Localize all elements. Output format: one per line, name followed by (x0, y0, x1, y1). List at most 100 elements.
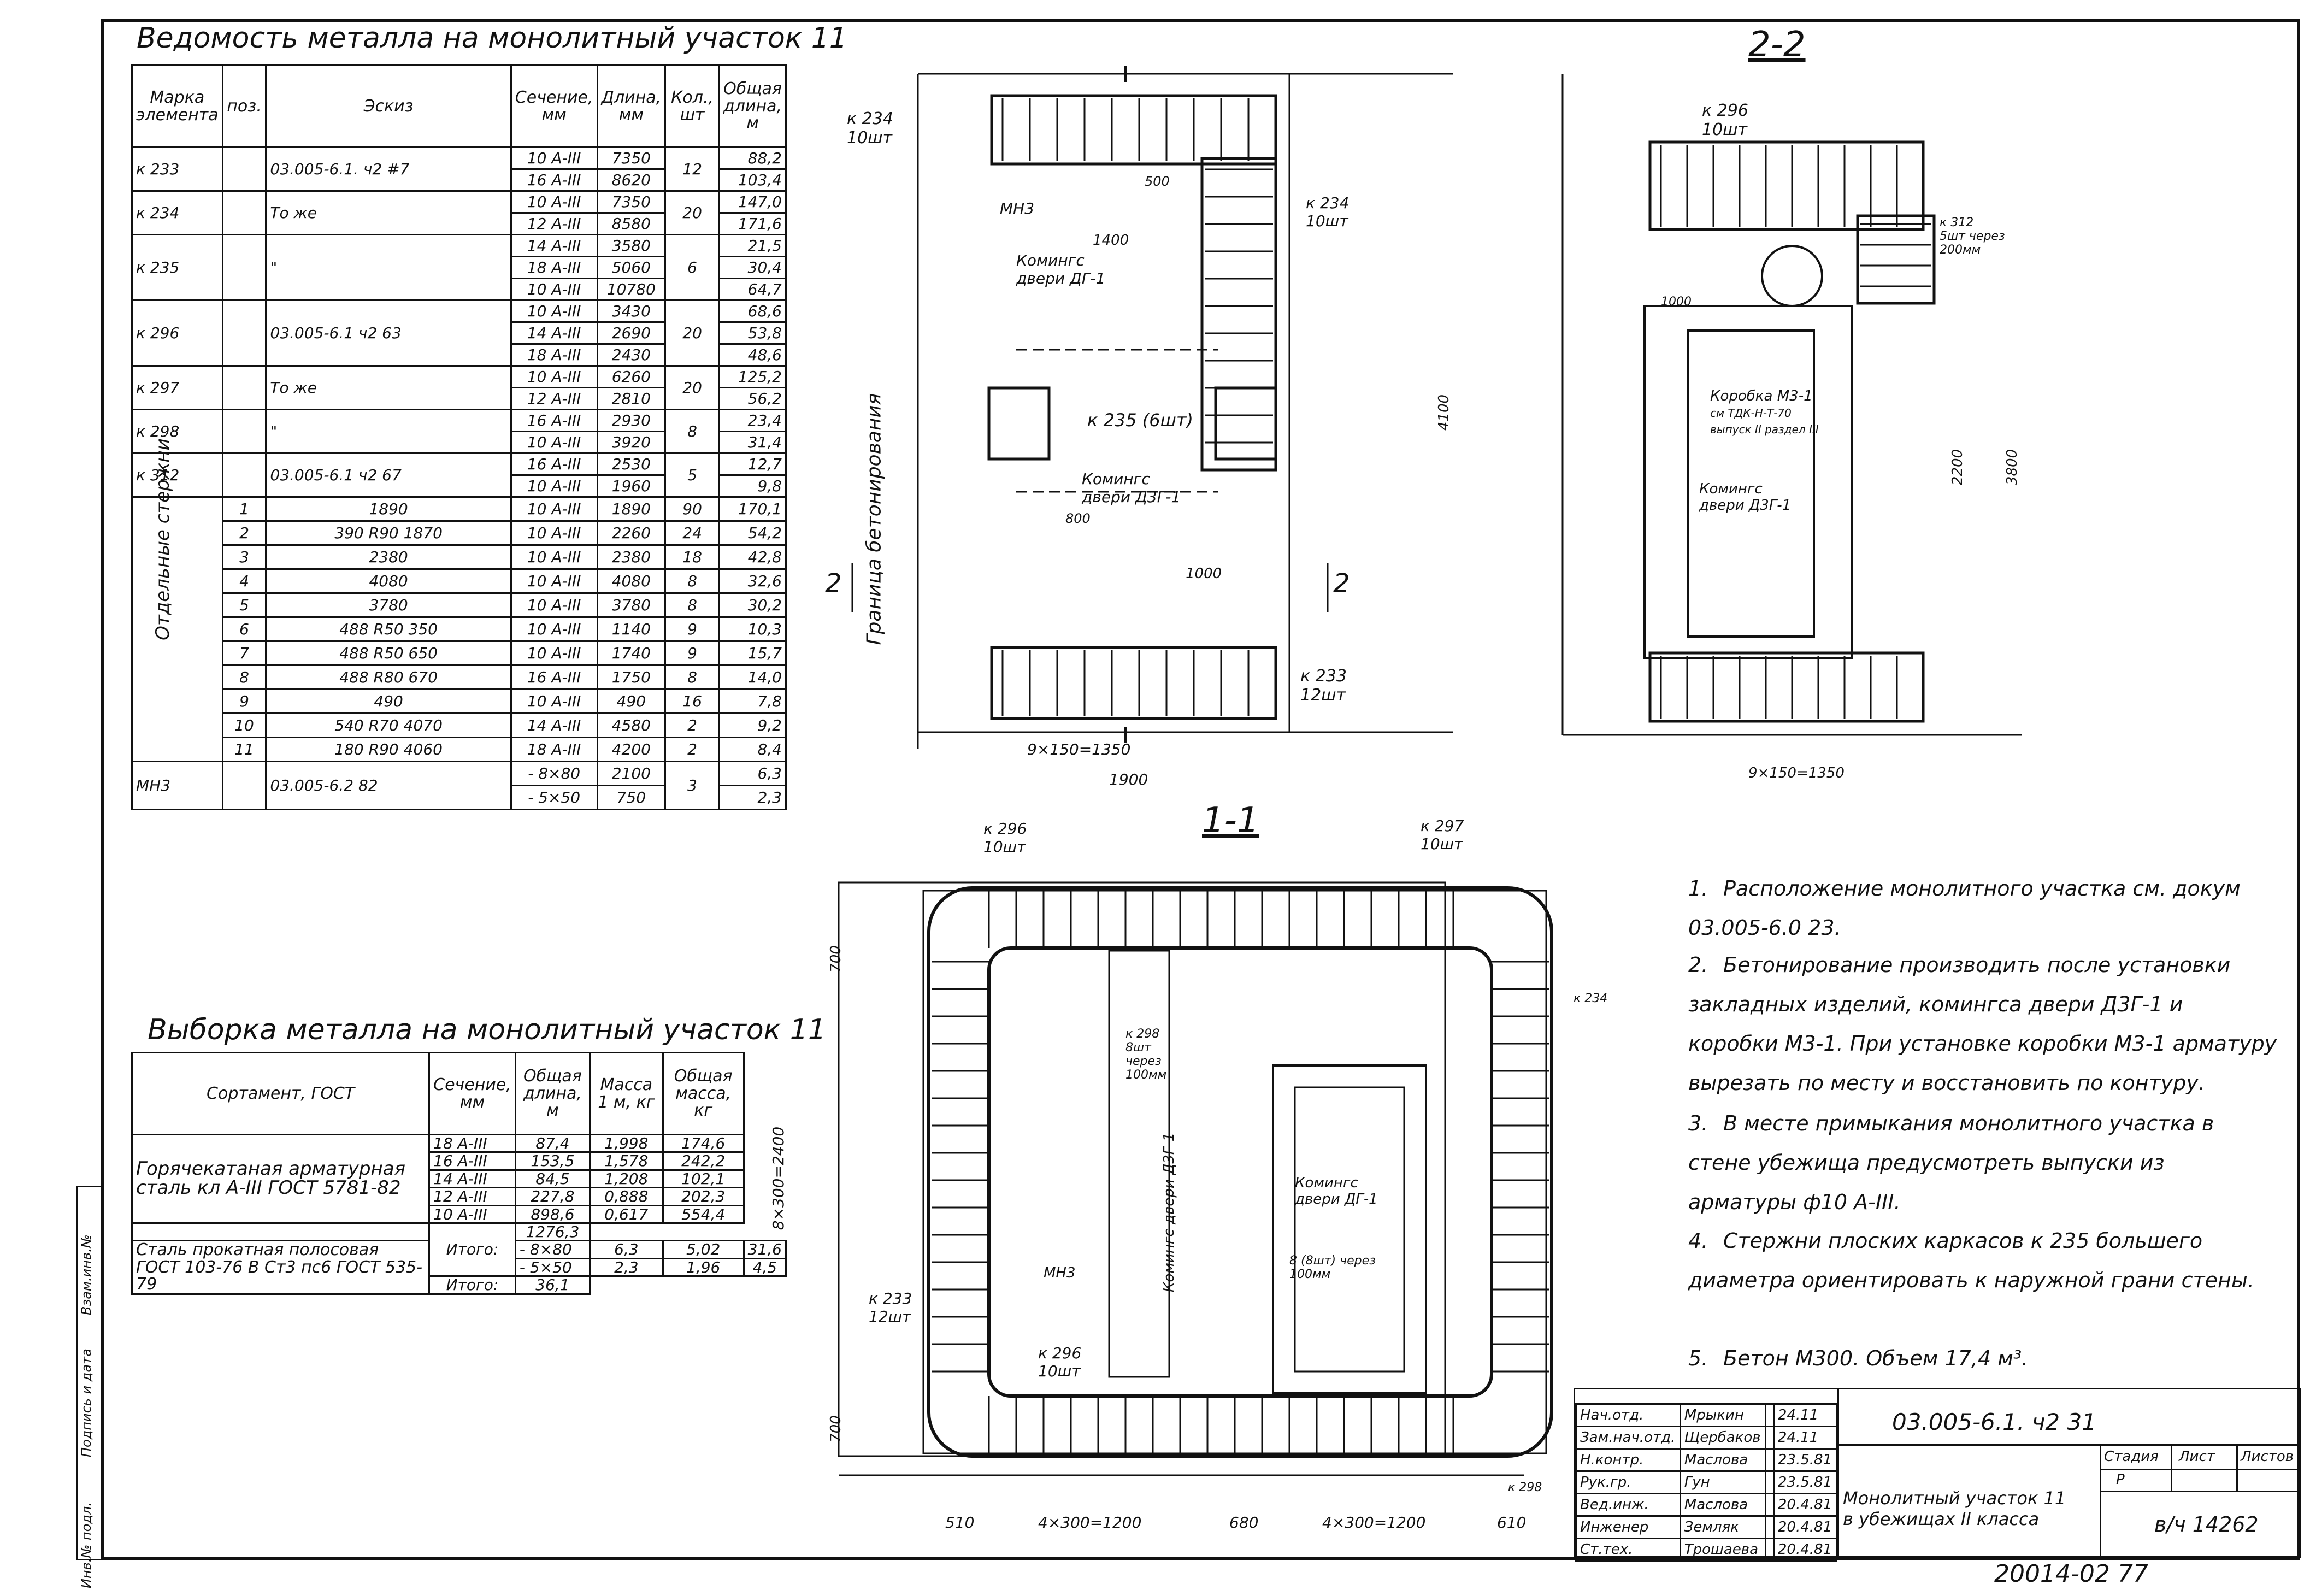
footer-code: 20014-02 77 (1994, 1560, 2148, 1588)
mark-cell: к 235 (131, 234, 223, 301)
total-cell: 32,6 (718, 568, 787, 594)
length-cell: 490 (596, 688, 667, 714)
total-cell: 9,2 (718, 712, 787, 738)
value-cell: 14 А-III (428, 1169, 516, 1189)
count-cell: 8 (664, 409, 721, 454)
length-cell: 2100 (596, 761, 667, 786)
count-cell: 5 (664, 452, 721, 498)
sum-col-length: Общая длина, м (514, 1052, 591, 1135)
role-date: 24.11 (1772, 1426, 1838, 1450)
sketch-cell: 390 R90 1870 (265, 520, 512, 546)
role-date: 20.4.81 (1772, 1515, 1838, 1539)
count-cell: 16 (664, 688, 721, 714)
sketch-cell: 490 (265, 688, 512, 714)
total-cell: 56,2 (718, 387, 787, 410)
role-date: 23.5.81 (1772, 1470, 1838, 1494)
pos-cell: 2 (221, 520, 267, 546)
total-cell: 103,4 (718, 168, 787, 192)
count-cell: 8 (664, 592, 721, 618)
length-cell: 8620 (596, 168, 667, 192)
sketch-cell: " (265, 409, 512, 454)
length-cell: 1960 (596, 474, 667, 498)
value-cell: - 5×50 (514, 1257, 591, 1277)
tb-stage: Р (2116, 1471, 2125, 1488)
total-cell: 12,7 (718, 452, 787, 476)
mark-cell: к 312 (131, 452, 223, 498)
tb-sheet-h: Лист (2179, 1448, 2215, 1465)
count-cell: 20 (664, 365, 721, 410)
role-sign (1764, 1493, 1775, 1517)
count-cell: 24 (664, 520, 721, 546)
section-cell: 10 А-III (510, 278, 598, 301)
section-cell: 16 А-III (510, 168, 598, 192)
section-cell: - 5×50 (510, 785, 598, 810)
role-sign (1764, 1470, 1775, 1494)
section-cell: 10 А-III (510, 688, 598, 714)
plan-k235: к 235 (6шт) (1087, 410, 1193, 431)
plan-mn3: МН3 (1000, 199, 1035, 217)
role-name: Земляк (1679, 1515, 1766, 1539)
s11-d610: 610 (1497, 1513, 1527, 1532)
length-cell: 5060 (596, 256, 667, 279)
summary-title: Выборка металла на монолитный участок 11 (148, 1014, 826, 1046)
count-cell: 8 (664, 568, 721, 594)
length-cell: 7350 (596, 146, 667, 170)
sketch-cell: " (265, 234, 512, 301)
note-text: Стержни плоских каркасов к 235 большего … (1688, 1229, 2254, 1292)
value-cell: 84,5 (514, 1169, 591, 1189)
section-cell: 10 А-III (510, 431, 598, 454)
count-cell: 20 (664, 299, 721, 367)
section-cell: 14 А-III (510, 234, 598, 257)
sketch-cell: 03.005-6.1 ч2 63 (265, 299, 512, 367)
pos-cell (221, 365, 267, 410)
s11-d510: 510 (945, 1513, 975, 1532)
section-cell: 10 А-III (510, 146, 598, 170)
s11-pos8: 8 (8шт) через 100мм (1289, 1254, 1376, 1281)
count-cell: 8 (664, 664, 721, 690)
length-cell: 1890 (596, 496, 667, 522)
length-cell: 1750 (596, 664, 667, 690)
count-cell: 18 (664, 544, 721, 570)
mark-cell: к 234 (131, 190, 223, 235)
role-name: Мрыкин (1679, 1403, 1766, 1427)
length-cell: 2260 (596, 520, 667, 546)
tb-doc-code: 03.005-6.1. ч2 31 (1892, 1409, 2096, 1435)
sketch-cell: 488 R80 670 (265, 664, 512, 690)
value-cell: 6,3 (589, 1240, 664, 1259)
pos-cell: 1 (221, 496, 267, 522)
section-cell: 14 А-III (510, 321, 598, 345)
spec-table: Марка элемента поз. Эскиз Сечение, мм Дл… (131, 64, 787, 810)
s11-dim-b1: 4×300=1200 (1038, 1513, 1142, 1532)
sort-cell: Горячекатаная арматурная сталь кл А-III … (131, 1134, 431, 1224)
length-cell: 3920 (596, 431, 667, 454)
value-cell: 202,3 (662, 1187, 745, 1206)
total-value: 36,1 (514, 1275, 591, 1295)
col-pos: поз. (221, 64, 267, 148)
section-cell: 10 А-III (510, 299, 598, 323)
note-text: Бетон М300. Объем 17,4 м³. (1723, 1346, 2029, 1370)
tb-sheets-h: Листов (2241, 1448, 2294, 1465)
value-cell: 174,6 (662, 1133, 745, 1153)
value-cell: 87,4 (514, 1133, 591, 1153)
length-cell: 3430 (596, 299, 667, 323)
count-cell: 90 (664, 496, 721, 522)
section-cell: 12 А-III (510, 212, 598, 235)
pos-cell (221, 146, 267, 192)
section-cell: 18 А-III (510, 256, 598, 279)
count-cell: 2 (664, 712, 721, 738)
value-cell: 16 А-III (428, 1151, 516, 1171)
plan-d1000: 1000 (1186, 566, 1222, 582)
col-section: Сечение, мм (510, 64, 598, 148)
value-cell: 31,6 (742, 1240, 787, 1259)
note-item: 5.Бетон М300. Объем 17,4 м³. (1688, 1339, 2278, 1378)
s22-d3800: 3800 (2004, 449, 2021, 486)
mark-cell: к 297 (131, 365, 223, 410)
value-cell: 12 А-III (428, 1187, 516, 1206)
note-number: 4. (1688, 1229, 1708, 1253)
role-name: Маслова (1679, 1448, 1766, 1472)
total-label: Итого: (428, 1222, 516, 1277)
